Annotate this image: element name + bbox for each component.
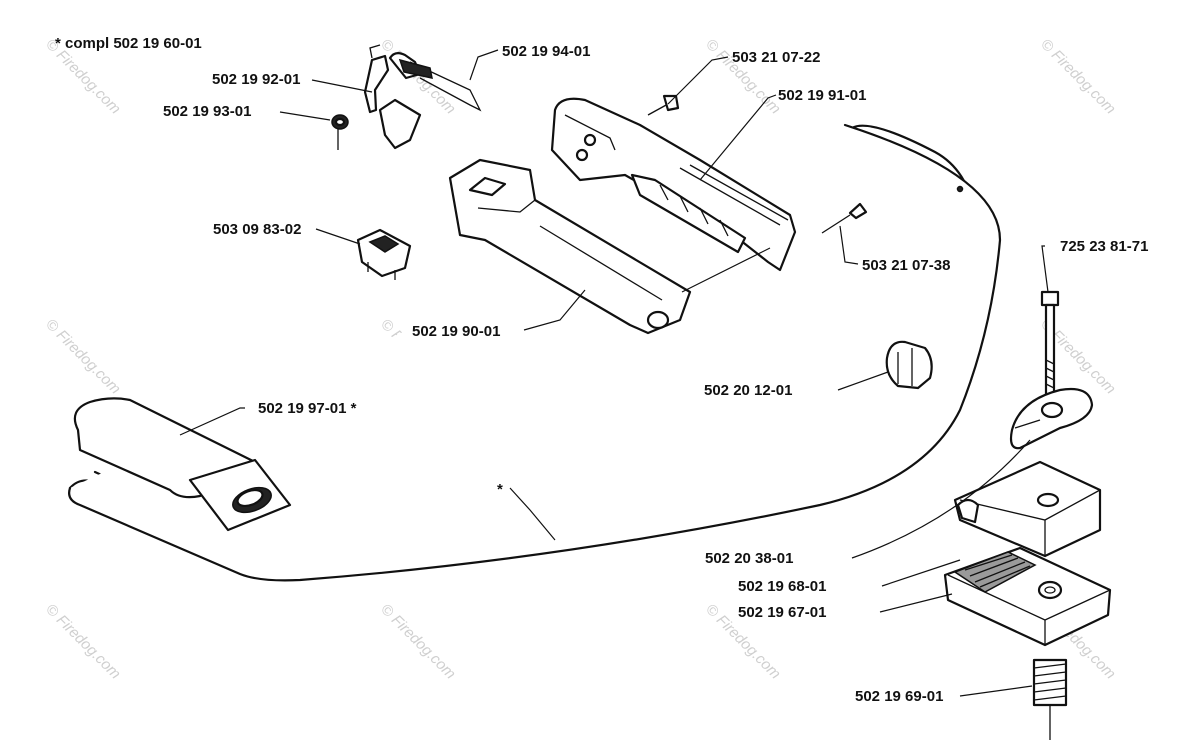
part-label-503-09-83-02: 503 09 83-02 (213, 221, 301, 238)
part-label-502-20-12-01: 502 20 12-01 (704, 382, 792, 399)
part-label-502-19-90-01: 502 19 90-01 (412, 323, 500, 340)
part-label-502-19-93-01: 502 19 93-01 (163, 103, 251, 120)
handle-half-part (550, 97, 797, 272)
watermark: © Firedog.com (1037, 36, 1119, 118)
watermark: © Firedog.com (377, 601, 459, 683)
clamp-part (885, 340, 933, 390)
part-label-502-19-97-01: 502 19 97-01 * (258, 400, 357, 417)
throttle-trigger-part (363, 44, 422, 150)
throttle-cable-part (388, 51, 482, 112)
compl-note-label: * compl 502 19 60-01 (55, 35, 202, 52)
coil-spring-part (1032, 658, 1068, 740)
part-label-502-19-69-01: 502 19 69-01 (855, 688, 943, 705)
leader-lines (179, 49, 1049, 697)
part-label-503-21-07-22: 503 21 07-22 (732, 49, 820, 66)
stop-switch-part (356, 228, 412, 280)
part-label-503-21-07-38: 503 21 07-38 (862, 257, 950, 274)
part-label-502-19-68-01: 502 19 68-01 (738, 578, 826, 595)
handle-housing-part (448, 158, 692, 335)
spring-part (331, 114, 349, 150)
part-label-725-23-81-71: 725 23 81-71 (1060, 238, 1148, 255)
screw-part (647, 94, 868, 234)
watermark: © Firedog.com (42, 601, 124, 683)
part-label-502-20-38-01: 502 20 38-01 (705, 550, 793, 567)
part-label-502-19-67-01: 502 19 67-01 (738, 604, 826, 621)
part-labels: * compl 502 19 60-01 502 19 94-01 502 19… (55, 35, 1148, 705)
part-label-502-19-94-01: 502 19 94-01 (502, 43, 590, 60)
part-label-502-19-91-01: 502 19 91-01 (778, 87, 866, 104)
wing-knob-part (1009, 387, 1094, 450)
grip-part (73, 397, 292, 532)
asterisk-marker: * (497, 481, 503, 498)
part-label-502-19-92-01: 502 19 92-01 (212, 71, 300, 88)
upper-bracket-part (953, 460, 1102, 558)
watermark: © Firedog.com (42, 316, 124, 398)
bar-hole (956, 185, 964, 193)
lower-bracket-part (943, 546, 1112, 647)
